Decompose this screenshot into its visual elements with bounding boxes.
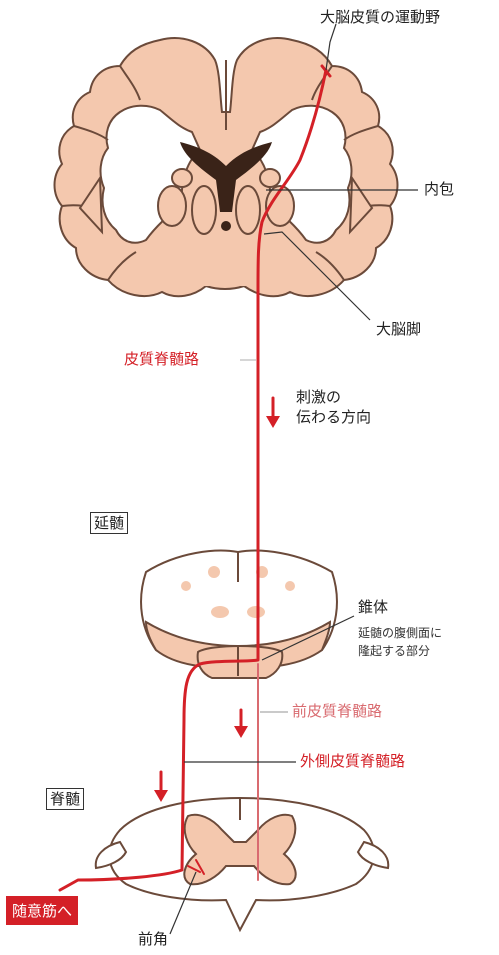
arrow-stimulus-head [266,416,280,428]
arrow-spinal-head [154,790,168,802]
label-motor-cortex: 大脳皮質の運動野 [320,8,440,26]
label-pyramid-note-2: 隆起する部分 [358,644,430,658]
arrow-medulla-head [234,726,248,738]
label-to-voluntary-muscle: 随意筋へ [6,896,78,925]
thalamus-left [192,186,216,234]
label-lateral-tract: 外側皮質脊髄路 [300,752,405,770]
caudate-right [260,169,280,187]
label-corticospinal-tract: 皮質脊髄路 [124,350,199,368]
thalamus-right [236,186,260,234]
olive-left [211,606,229,618]
medulla-section [141,551,337,678]
label-stimulus-direction-2: 伝わる方向 [296,408,371,426]
putamen-left [158,186,186,226]
olive-right [247,606,265,618]
label-anterior-tract: 前皮質脊髄路 [292,702,382,720]
label-anterior-horn: 前角 [138,930,168,948]
third-ventricle [221,221,231,231]
label-stimulus-direction-1: 刺激の [296,388,341,406]
nucleus-2 [208,566,220,578]
brainstem-upper [200,252,252,286]
label-pyramid: 錐体 [358,598,388,616]
label-cerebral-peduncle: 大脳脚 [376,320,421,338]
caudate-left [172,169,192,187]
nucleus-4 [285,581,295,591]
nucleus-1 [181,581,191,591]
label-internal-capsule: 内包 [424,180,454,198]
label-spinal-cord: 脊髄 [46,788,84,810]
label-medulla: 延髄 [90,512,128,534]
spinal-cord-section [96,798,389,930]
label-pyramid-note-1: 延髄の腹側面に [358,626,442,640]
